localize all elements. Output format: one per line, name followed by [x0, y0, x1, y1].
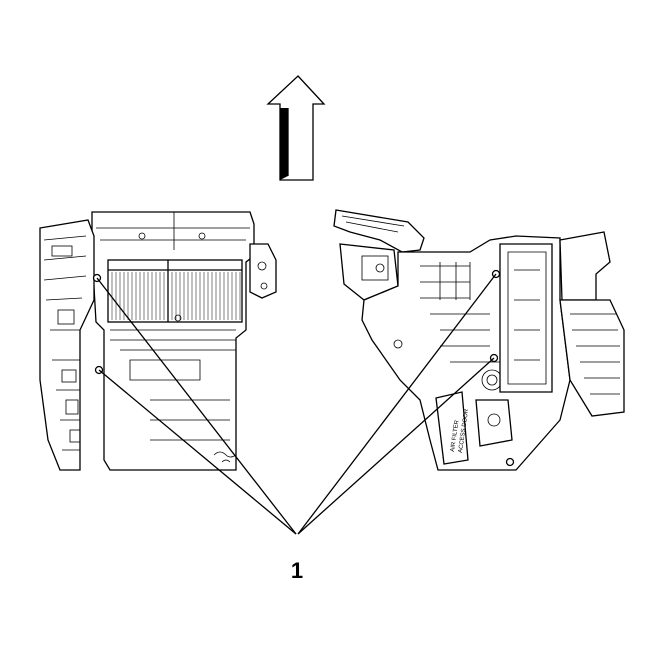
right-hvac-assembly: AIR FILTER ACCESS DOOR: [333, 209, 625, 471]
callout-leader-lines: [96, 273, 497, 535]
up-arrow-icon: [266, 75, 326, 181]
screw-5-icon: [505, 457, 515, 467]
filter-door-label-line1: AIR FILTER: [450, 419, 460, 452]
filter-ribs: [111, 272, 241, 320]
callout-number: 1: [291, 558, 303, 583]
left-hvac-assembly: [39, 211, 277, 471]
